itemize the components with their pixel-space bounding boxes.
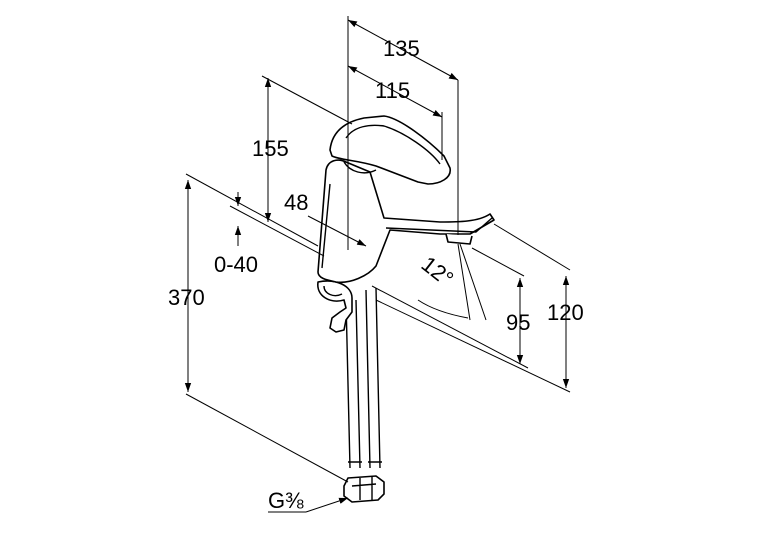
dim-48-label: 48 xyxy=(284,190,308,215)
dim-0-40-label: 0-40 xyxy=(214,252,258,277)
dimension-135: 135 xyxy=(347,16,459,250)
mounting-bracket xyxy=(317,280,353,333)
angle-12-label: 12° xyxy=(417,251,459,291)
faucet-body xyxy=(317,115,495,503)
dimension-155: 155 xyxy=(252,75,353,222)
dimension-95: 95 xyxy=(371,247,530,369)
aerator xyxy=(445,233,473,245)
angle-12-degrees: 12° xyxy=(417,243,487,321)
faucet-column xyxy=(317,159,495,284)
dim-115-label: 115 xyxy=(375,78,410,103)
lever-handle xyxy=(329,115,451,185)
dim-155-label: 155 xyxy=(252,136,289,161)
thread-label: G⅜ xyxy=(268,488,304,513)
dimension-115: 115 xyxy=(347,65,443,160)
dimension-120: 120 xyxy=(375,223,584,393)
dim-370-label: 370 xyxy=(168,285,205,310)
dim-120-label: 120 xyxy=(547,300,584,325)
dimension-0-40: 0-40 xyxy=(214,192,325,277)
supply-hoses xyxy=(345,287,382,469)
dim-135-label: 135 xyxy=(383,36,420,61)
dimension-48: 48 xyxy=(284,190,367,247)
dim-95-label: 95 xyxy=(506,310,530,335)
dimension-370: 370 xyxy=(168,173,349,483)
hose-connector xyxy=(343,475,385,503)
thread-callout: G⅜ xyxy=(268,488,349,513)
